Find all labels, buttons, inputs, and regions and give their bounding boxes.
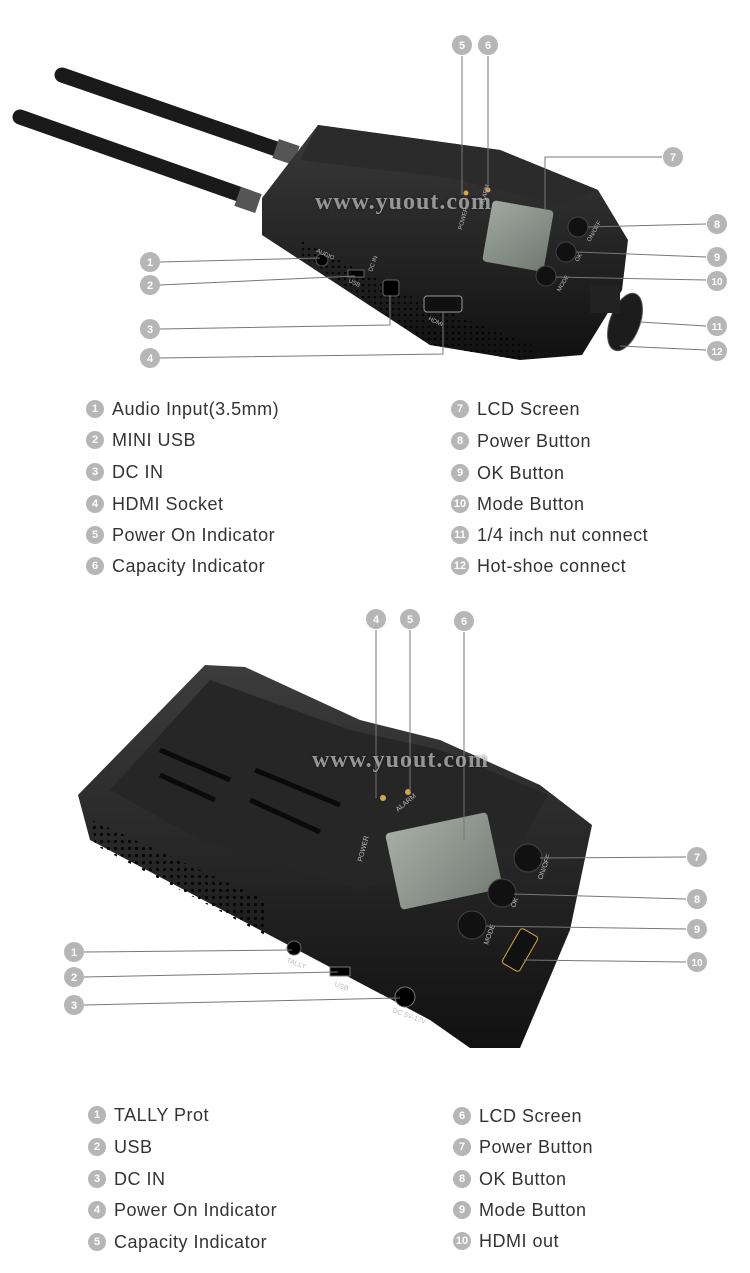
svg-text:2: 2 [147,280,153,292]
print-tally: TALLY [285,957,307,971]
callout-9: 9 [707,247,727,267]
print-ok: OK [510,896,520,908]
callout-4: 4 [140,348,160,368]
callout-10: 10 [687,952,707,972]
usb-port [329,966,351,977]
svg-text:10: 10 [691,958,703,969]
callout-6: 6 [454,611,474,631]
svg-text:8: 8 [714,219,720,231]
audio-jack [315,253,329,267]
svg-text:9: 9 [714,252,720,264]
bottom-device-diagram: POWER ALARM ON/OFF OK MODE TALLY USB DC … [0,600,750,1070]
mode-button [535,265,557,287]
callout-1: 1 [140,252,160,272]
lcd-screen [385,812,503,910]
callout-12: 12 [707,341,727,361]
svg-text:6: 6 [485,40,491,52]
dc-in-port [382,279,400,297]
print-alarm: ALARM [480,184,491,206]
top-device-diagram: POWER ALARM ON/OFF OK MODE AUDIO USB DC … [0,0,750,380]
ok-button [555,241,577,263]
hdmi-port [423,295,463,313]
callout-3: 3 [140,319,160,339]
svg-text:10: 10 [711,277,723,288]
svg-text:1: 1 [71,947,77,959]
hdmi-port [501,928,539,972]
antenna-lower [12,109,262,214]
print-power: POWER [458,206,470,230]
ok-button [487,878,517,908]
power-button [513,843,543,873]
lcd-screen [482,200,554,272]
mini-usb-port [347,269,365,278]
callout-11: 11 [707,316,727,336]
tally-port [286,940,302,956]
dc-in-port [394,986,416,1008]
callout-8: 8 [687,889,707,909]
callout-5: 5 [452,35,472,55]
svg-text:8: 8 [694,894,700,906]
callout-9: 9 [687,919,707,939]
svg-text:11: 11 [712,322,723,333]
callout-7: 7 [663,147,683,167]
svg-text:12: 12 [711,347,723,358]
callout-1: 1 [64,942,84,962]
print-ok: OK [575,252,585,263]
callout-2: 2 [64,967,84,987]
mode-button [457,910,487,940]
svg-text:3: 3 [147,324,153,336]
watermark: www.yuout.com [315,189,493,215]
callout-3: 3 [64,995,84,1015]
svg-text:2: 2 [71,972,77,984]
svg-text:4: 4 [373,614,380,626]
svg-text:6: 6 [461,616,467,628]
watermark: www.yuout.com [312,747,490,773]
print-dc: DC IN [368,255,379,272]
callout-2: 2 [140,275,160,295]
svg-text:1: 1 [147,257,153,269]
svg-text:5: 5 [459,40,465,52]
svg-text:4: 4 [147,353,154,365]
callout-5: 5 [400,609,420,629]
callout-8: 8 [707,214,727,234]
svg-text:9: 9 [694,924,700,936]
callout-7: 7 [687,847,707,867]
callout-10: 10 [707,271,727,291]
callout-6: 6 [478,35,498,55]
svg-text:7: 7 [694,852,700,864]
print-usb: USB [333,981,349,993]
svg-text:3: 3 [71,1000,77,1012]
svg-text:7: 7 [670,152,676,164]
power-button [567,216,589,238]
svg-text:5: 5 [407,614,413,626]
print-usb: USB [347,278,361,289]
callout-4: 4 [366,609,386,629]
